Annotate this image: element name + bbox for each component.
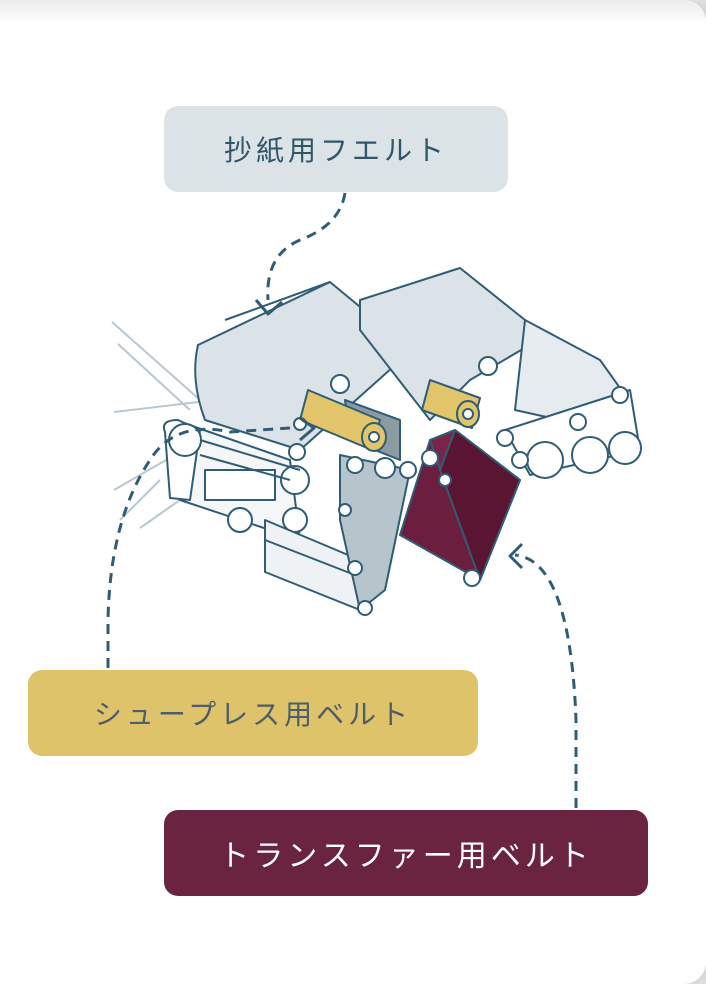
transfer-belt [399,429,521,581]
felt-loop-far-right [504,319,642,479]
pointer-lines [106,192,578,808]
shoe-press-belt-left [299,389,387,452]
felt-pointer-line [266,192,347,301]
transfer-belt-label: トランスファー用ベルト [164,810,648,896]
transfer-pointer-line [514,553,578,808]
felt-label-text: 抄紙用フエルト [223,134,448,167]
shoe-press-belt-right [421,379,481,429]
shoe-pointer-line [106,426,291,668]
chevron-right-icon [299,416,316,442]
felt-label: 抄紙用フエルト [164,106,508,192]
transfer-belt-label-text: トランスファー用ベルト [219,839,593,874]
shoe-press-belt-label-text: シュープレス用ベルト [93,698,413,731]
chevron-left-icon [508,542,524,570]
card-shade [0,0,706,24]
shoe-press-belt-label: シュープレス用ベルト [28,670,478,756]
chevron-down-icon [254,299,283,316]
